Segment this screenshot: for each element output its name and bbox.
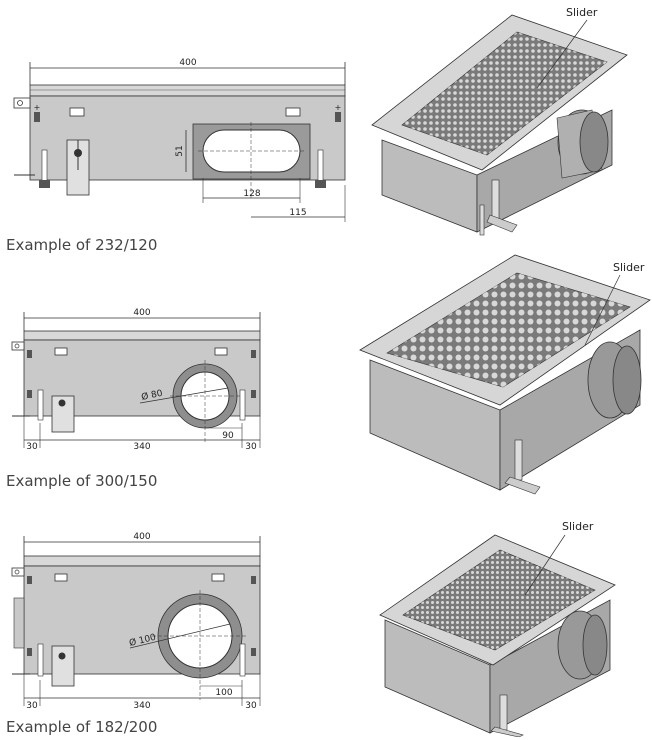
caption-example-3: Example of 182/200 bbox=[6, 718, 158, 736]
dim-width: 400 bbox=[179, 58, 196, 68]
dim-left: 30 bbox=[26, 701, 38, 711]
front-view-300-150: 400 Ø 80 30 340 30 90 bbox=[11, 308, 261, 452]
svg-text:+: + bbox=[34, 103, 41, 112]
dim-mid: 340 bbox=[133, 442, 150, 452]
iso-view-232-120: Slider bbox=[371, 6, 628, 236]
dim-slot-width: 128 bbox=[243, 189, 260, 199]
dim-offset: 115 bbox=[289, 208, 306, 218]
front-view-232-120: 400 + + 51 128 115 bbox=[13, 58, 346, 222]
svg-text:+: + bbox=[335, 103, 342, 112]
slider-label: Slider bbox=[566, 6, 598, 19]
slider-label: Slider bbox=[613, 261, 645, 274]
iso-view-300-150: Slider bbox=[359, 254, 651, 495]
dim-width: 400 bbox=[133, 532, 150, 542]
caption-example-2: Example of 300/150 bbox=[6, 472, 158, 490]
dim-mid: 340 bbox=[133, 701, 150, 711]
dim-right: 30 bbox=[245, 442, 257, 452]
caption-example-1: Example of 232/120 bbox=[6, 236, 158, 254]
slider-label: Slider bbox=[562, 520, 594, 533]
dim-diameter: Ø 80 bbox=[140, 388, 163, 403]
dim-right: 30 bbox=[245, 701, 257, 711]
dim-left: 30 bbox=[26, 442, 38, 452]
dim-height: 51 bbox=[175, 145, 185, 156]
dim-right-gap: 90 bbox=[222, 431, 234, 441]
dim-width: 400 bbox=[133, 308, 150, 318]
dim-right-gap: 100 bbox=[215, 688, 232, 698]
front-view-182-200: 400 Ø 100 30 340 30 100 bbox=[11, 532, 261, 711]
iso-view-182-200: Slider bbox=[379, 520, 616, 737]
